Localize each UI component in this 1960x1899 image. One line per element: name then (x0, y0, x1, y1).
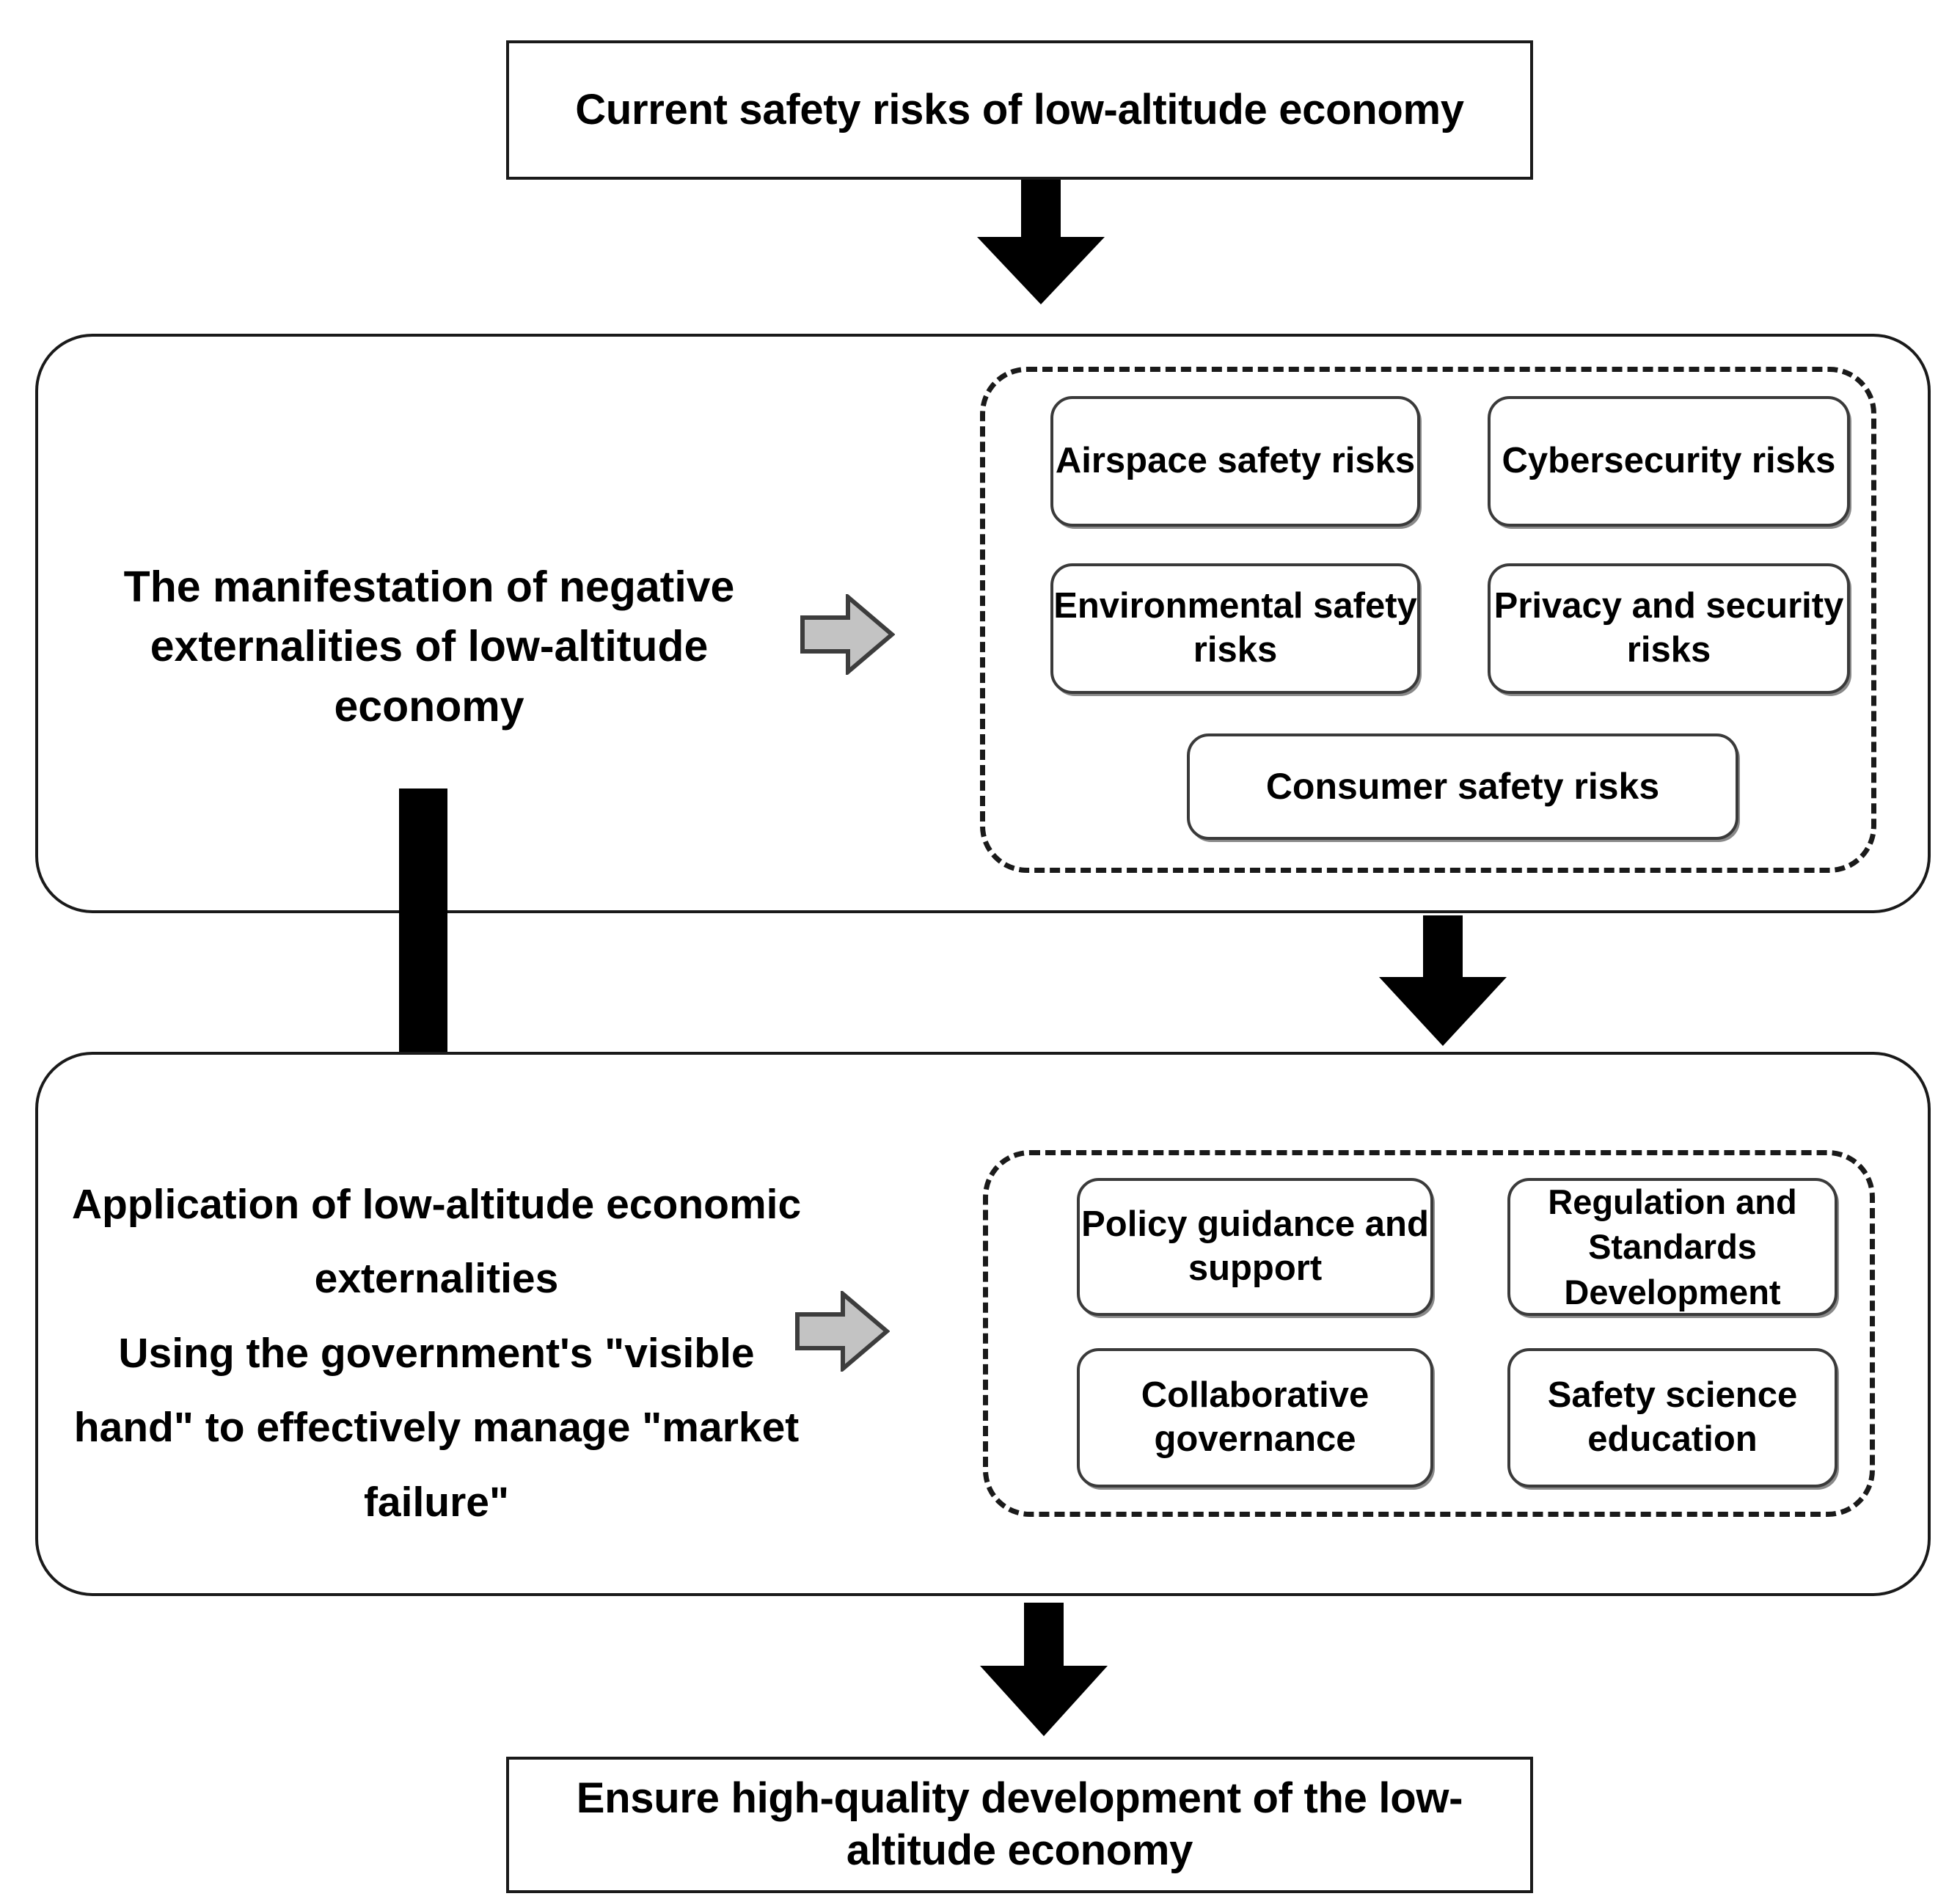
card-safety-science-education[interactable]: Safety science education (1507, 1348, 1837, 1488)
top-title-label: Current safety risks of low-altitude eco… (575, 85, 1464, 133)
top-title-box: Current safety risks of low-altitude eco… (506, 40, 1533, 180)
right-arrow-icon-actions (795, 1291, 890, 1372)
actions-panel-heading: Application of low-altitude economic ext… (71, 1181, 802, 1526)
down-arrow-icon-top (977, 180, 1105, 304)
actions-group-container (983, 1150, 1875, 1517)
card-label: Environmental safety risks (1053, 586, 1417, 670)
card-consumer-safety-risks[interactable]: Consumer safety risks (1187, 733, 1738, 840)
right-arrow-icon-risks (800, 594, 895, 675)
card-policy-guidance-and-support[interactable]: Policy guidance and support (1077, 1178, 1433, 1316)
card-cybersecurity-risks[interactable]: Cybersecurity risks (1488, 396, 1850, 527)
down-arrow-icon-bottom (980, 1603, 1108, 1736)
card-regulation-and-standards-development[interactable]: Regulation and Standards Development (1507, 1178, 1837, 1316)
outcome-box: Ensure high-quality development of the l… (506, 1757, 1533, 1893)
risks-panel-heading: The manifestation of negative externalit… (123, 563, 735, 731)
card-label: Collaborative governance (1141, 1375, 1370, 1459)
card-airspace-safety-risks[interactable]: Airspace safety risks (1050, 396, 1420, 527)
down-arrow-icon-right (1379, 915, 1507, 1046)
card-label: Airspace safety risks (1055, 441, 1416, 481)
card-environmental-safety-risks[interactable]: Environmental safety risks (1050, 563, 1420, 694)
card-collaborative-governance[interactable]: Collaborative governance (1077, 1348, 1433, 1488)
card-label: Safety science education (1547, 1375, 1798, 1459)
down-arrow-icon-long (355, 788, 491, 1155)
card-label: Privacy and security risks (1493, 586, 1844, 670)
card-label: Consumer safety risks (1265, 766, 1660, 807)
card-privacy-and-security-risks[interactable]: Privacy and security risks (1488, 563, 1850, 694)
risks-group-container (980, 367, 1876, 873)
outcome-label: Ensure high-quality development of the l… (576, 1774, 1463, 1874)
card-label: Cybersecurity risks (1502, 441, 1836, 481)
card-label: Policy guidance and support (1081, 1204, 1429, 1288)
card-label: Regulation and Standards Development (1548, 1182, 1797, 1311)
